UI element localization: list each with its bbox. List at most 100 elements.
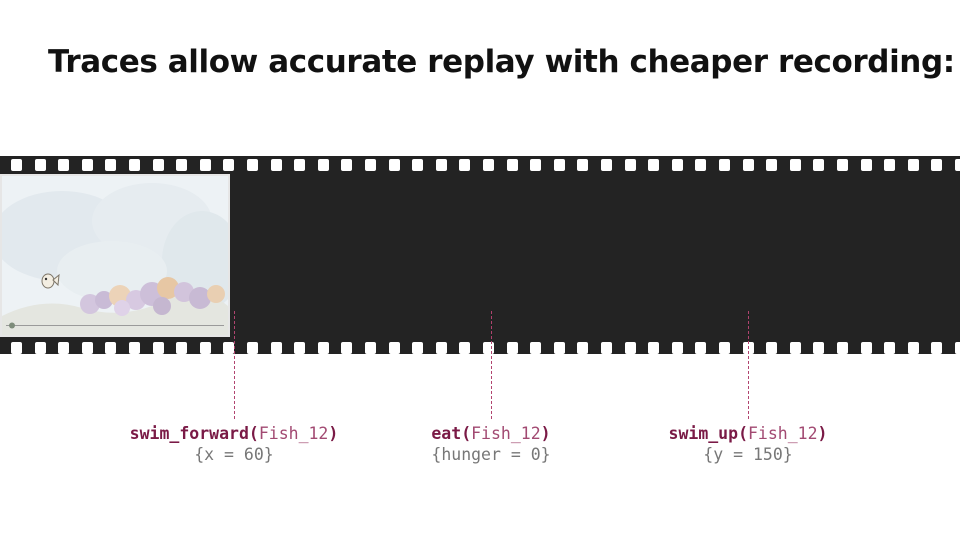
- sprocket-hole: [341, 159, 352, 171]
- event-call: eat(Fish_12): [361, 423, 621, 444]
- sprocket-hole: [483, 159, 494, 171]
- sprocket-hole: [507, 159, 518, 171]
- sprocket-hole: [223, 159, 234, 171]
- sprocket-hole: [294, 342, 305, 354]
- sprocket-hole: [82, 159, 93, 171]
- event-call: swim_forward(Fish_12): [104, 423, 364, 444]
- sprocket-hole: [577, 159, 588, 171]
- sprocket-hole: [247, 159, 258, 171]
- sprocket-hole: [931, 342, 942, 354]
- event-open-paren: (: [461, 424, 472, 443]
- sprocket-hole: [153, 342, 164, 354]
- event-swim-forward: swim_forward(Fish_12) {x = 60}: [104, 423, 364, 465]
- sprocket-hole: [861, 342, 872, 354]
- event-call: swim_up(Fish_12): [618, 423, 878, 444]
- sprocket-hole: [601, 342, 612, 354]
- sprocket-hole: [341, 342, 352, 354]
- sprocket-row-bottom: [0, 342, 960, 354]
- event-argument: Fish_12: [748, 424, 818, 443]
- sprocket-hole: [507, 342, 518, 354]
- sprocket-hole: [908, 159, 919, 171]
- sprocket-hole: [719, 159, 730, 171]
- sprocket-hole: [813, 159, 824, 171]
- event-argument: Fish_12: [471, 424, 541, 443]
- sprocket-hole: [837, 159, 848, 171]
- sprocket-hole: [176, 159, 187, 171]
- sprocket-hole: [35, 159, 46, 171]
- sprocket-hole: [294, 159, 305, 171]
- sprocket-hole: [318, 159, 329, 171]
- sprocket-hole: [412, 342, 423, 354]
- sprocket-hole: [105, 159, 116, 171]
- sprocket-hole: [105, 342, 116, 354]
- sprocket-hole: [247, 342, 258, 354]
- event-state: {x = 60}: [194, 445, 274, 464]
- sprocket-hole: [884, 342, 895, 354]
- event-marker-swim-up: [748, 311, 749, 419]
- sprocket-hole: [813, 342, 824, 354]
- event-open-paren: (: [738, 424, 748, 443]
- sprocket-hole: [530, 342, 541, 354]
- sprocket-hole: [436, 342, 447, 354]
- fish-icon: [41, 273, 60, 289]
- sprocket-hole: [436, 159, 447, 171]
- sprocket-hole: [58, 159, 69, 171]
- sprocket-hole: [837, 342, 848, 354]
- sprocket-hole: [11, 159, 22, 171]
- sprocket-hole: [648, 159, 659, 171]
- sprocket-hole: [955, 159, 960, 171]
- sprocket-hole: [459, 342, 470, 354]
- event-swim-up: swim_up(Fish_12) {y = 150}: [618, 423, 878, 465]
- sprocket-hole: [200, 159, 211, 171]
- sprocket-hole: [412, 159, 423, 171]
- sprocket-hole: [129, 159, 140, 171]
- sprocket-hole: [766, 159, 777, 171]
- sprocket-hole: [790, 342, 801, 354]
- slide-title: Traces allow accurate replay with cheape…: [48, 44, 955, 80]
- sprocket-hole: [389, 342, 400, 354]
- event-marker-eat: [491, 311, 492, 419]
- sprocket-hole: [861, 159, 872, 171]
- sprocket-hole: [58, 342, 69, 354]
- sprocket-hole: [11, 342, 22, 354]
- sprocket-hole: [884, 159, 895, 171]
- event-close-paren: ): [328, 424, 339, 443]
- event-state: {hunger = 0}: [431, 445, 551, 464]
- sprocket-hole: [554, 159, 565, 171]
- sprocket-hole: [625, 159, 636, 171]
- event-close-paren: ): [817, 424, 828, 443]
- sprocket-hole: [719, 342, 730, 354]
- sprocket-hole: [672, 342, 683, 354]
- sprocket-hole: [672, 159, 683, 171]
- sprocket-hole: [200, 342, 211, 354]
- sprocket-hole: [82, 342, 93, 354]
- event-function: eat: [431, 424, 462, 443]
- sprocket-hole: [318, 342, 329, 354]
- sprocket-hole: [931, 159, 942, 171]
- event-argument: Fish_12: [258, 424, 329, 443]
- sprocket-hole: [129, 342, 140, 354]
- sprocket-hole: [176, 342, 187, 354]
- sprocket-hole: [389, 159, 400, 171]
- event-function: swim_up: [668, 424, 739, 443]
- event-state: {y = 150}: [703, 445, 793, 464]
- event-close-paren: ): [540, 424, 551, 443]
- sprocket-hole: [271, 342, 282, 354]
- sprocket-hole: [601, 159, 612, 171]
- sprocket-hole: [35, 342, 46, 354]
- sprocket-hole: [648, 342, 659, 354]
- sprocket-hole: [153, 159, 164, 171]
- sprocket-hole: [790, 159, 801, 171]
- sprocket-hole: [271, 159, 282, 171]
- event-open-paren: (: [248, 424, 259, 443]
- sprocket-hole: [554, 342, 565, 354]
- sprocket-hole: [483, 342, 494, 354]
- sprocket-hole: [459, 159, 470, 171]
- event-eat: eat(Fish_12) {hunger = 0}: [361, 423, 621, 465]
- sprocket-hole: [695, 159, 706, 171]
- sprocket-hole: [365, 342, 376, 354]
- sprocket-hole: [577, 342, 588, 354]
- event-function: swim_forward: [129, 424, 249, 443]
- sprocket-hole: [223, 342, 234, 354]
